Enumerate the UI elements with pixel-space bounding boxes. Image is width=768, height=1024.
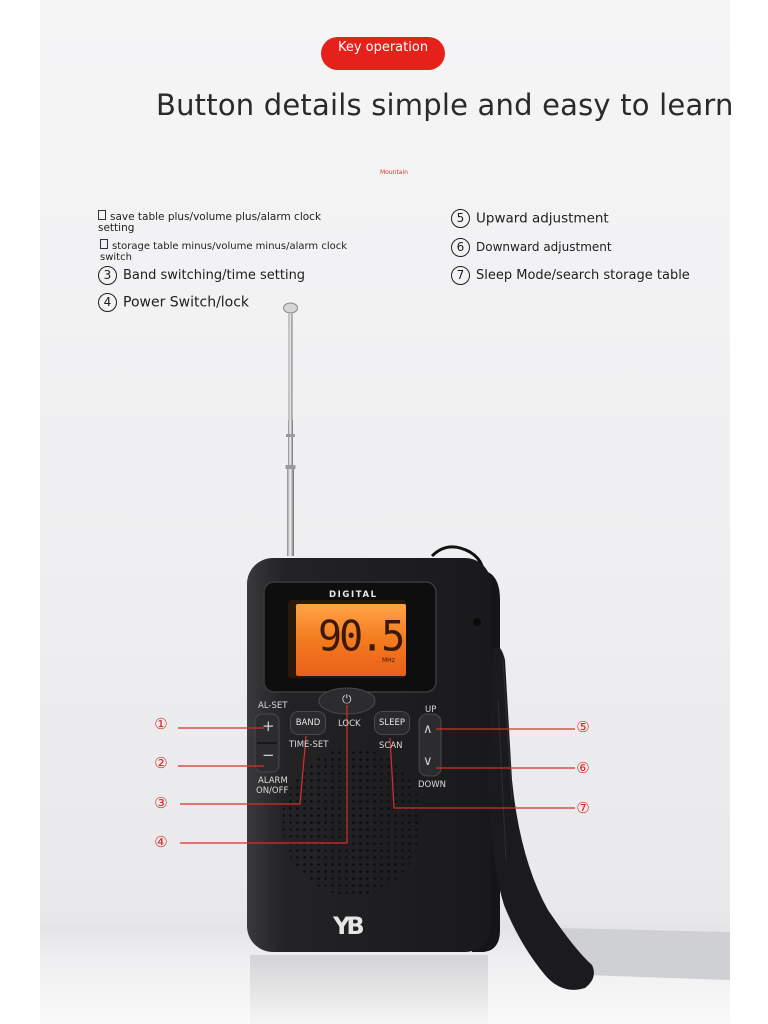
callout-5: ⑤: [576, 718, 590, 736]
legend-item-3: 3 Band switching/time setting: [98, 266, 305, 285]
brand-logo: YB: [333, 912, 365, 940]
missing-glyph-icon: [98, 210, 106, 220]
headphone-jack: [473, 618, 481, 626]
band-button[interactable]: BAND: [290, 711, 326, 735]
reflection: [250, 955, 488, 1024]
key-operation-badge: Key operation: [321, 37, 445, 70]
legend-item-4: 4 Power Switch/lock: [98, 293, 249, 312]
number-7-icon: 7: [451, 266, 470, 285]
lock-label: LOCK: [338, 719, 361, 729]
lcd-screen: [296, 604, 406, 676]
number-4-icon: 4: [98, 293, 117, 312]
callout-3: ③: [154, 794, 168, 812]
up-arrow-icon[interactable]: ∧: [423, 722, 433, 737]
speaker-grille: [282, 748, 422, 896]
frequency-readout: 90.5: [318, 612, 405, 662]
legend-text-2: storage table minus/volume minus/alarm c…: [100, 241, 348, 263]
legend-text-5: Upward adjustment: [476, 210, 609, 227]
down-label: DOWN: [418, 780, 446, 790]
page-title: Button details simple and easy to learn: [156, 88, 734, 122]
plus-glyph[interactable]: +: [262, 717, 275, 735]
al-set-label: AL-SET: [258, 701, 288, 711]
number-5-icon: 5: [451, 209, 470, 228]
legend-item-5: 5 Upward adjustment: [451, 209, 609, 228]
background-laptop: [560, 928, 730, 980]
telescopic-antenna: [283, 302, 298, 556]
missing-glyph-icon: [100, 239, 108, 249]
scan-label: SCAN: [379, 741, 403, 751]
legend-item-1: save table plus/volume plus/alarm clock …: [98, 210, 358, 234]
down-arrow-icon[interactable]: ∨: [423, 754, 433, 769]
on-off-label: ON/OFF: [256, 786, 289, 796]
alarm-label: ALARM: [258, 776, 288, 786]
legend-item-6: 6 Downward adjustment: [451, 238, 612, 257]
callout-4: ④: [154, 833, 168, 851]
legend-item-2: storage table minus/volume minus/alarm c…: [100, 239, 360, 263]
minus-glyph[interactable]: −: [262, 746, 275, 764]
legend-text-3: Band switching/time setting: [123, 268, 306, 283]
callout-6: ⑥: [576, 759, 590, 777]
number-3-icon: 3: [98, 266, 117, 285]
wrist-strap: [488, 646, 594, 990]
sleep-button[interactable]: SLEEP: [374, 711, 410, 735]
number-6-icon: 6: [451, 238, 470, 257]
tuning-rocker: [418, 713, 442, 777]
digital-label: DIGITAL: [329, 590, 378, 600]
legend-text-4: Power Switch/lock: [123, 294, 250, 311]
power-icon[interactable]: ⏻: [342, 692, 352, 706]
legend-item-7: 7 Sleep Mode/search storage table: [451, 266, 690, 285]
legend-text-7: Sleep Mode/search storage table: [476, 268, 690, 283]
brand-label: Mountain: [380, 169, 408, 176]
callout-lines: [178, 705, 575, 844]
legend-text-1: save table plus/volume plus/alarm clock …: [98, 211, 322, 234]
time-set-label: TIME-SET: [289, 740, 329, 750]
frequency-unit: MHz: [382, 657, 395, 664]
callout-7: ⑦: [576, 799, 590, 817]
callout-1: ①: [154, 715, 168, 733]
callout-2: ②: [154, 754, 168, 772]
up-label: UP: [425, 705, 437, 715]
legend-text-6: Downward adjustment: [476, 240, 612, 254]
